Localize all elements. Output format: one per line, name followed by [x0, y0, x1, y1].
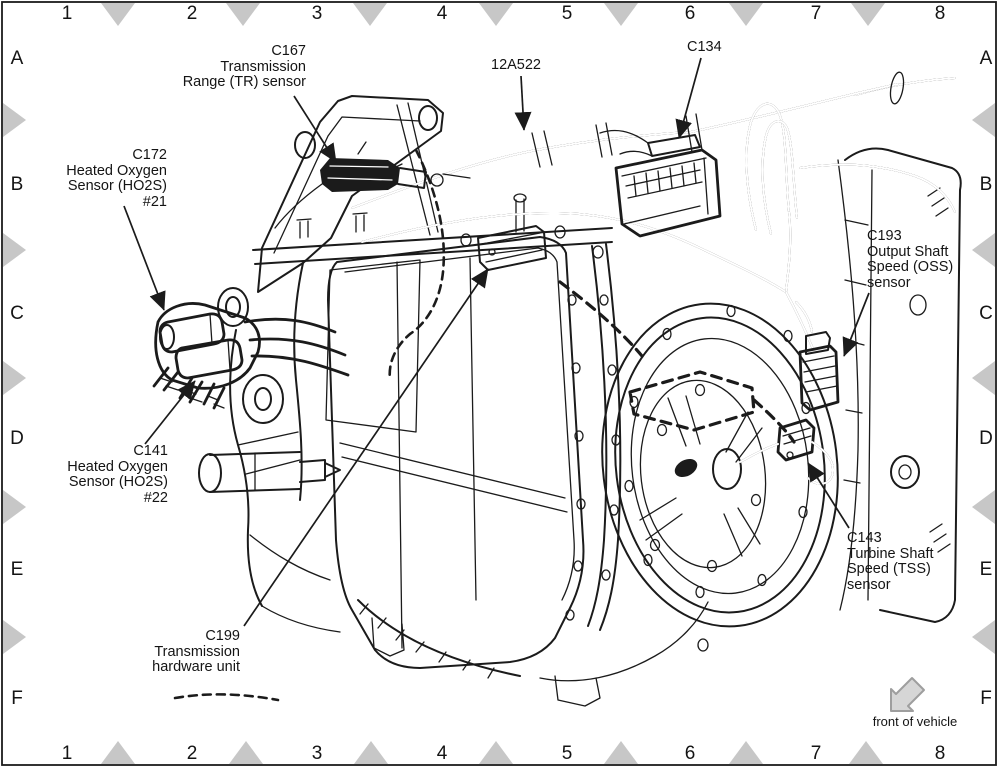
grid-row-label: D — [979, 428, 993, 449]
c193-leader — [842, 292, 870, 357]
callout-line: C141 — [133, 443, 168, 459]
callout-line: Range (TR) sensor — [182, 74, 306, 90]
grid-row-label: A — [10, 48, 24, 69]
case-left-column — [198, 262, 341, 633]
callout-c199: C199 Transmission hardware unit — [100, 628, 240, 676]
grid-col-label: 5 — [561, 743, 573, 764]
tss-connector — [739, 418, 834, 485]
callout-c143: C143 Turbine Shaft Speed (TSS) sensor — [847, 530, 934, 593]
callout-c134: C134 — [687, 39, 722, 56]
callout-line: sensor — [867, 274, 911, 291]
engine-block-right — [837, 147, 962, 623]
callout-line: Transmission — [220, 58, 306, 75]
front-of-vehicle-arrow-icon — [890, 677, 925, 712]
grid-col-label: 4 — [436, 3, 448, 24]
harness-wire-loops — [745, 102, 814, 350]
callout-c193: C193 Output Shaft Speed (OSS) sensor — [867, 228, 954, 291]
grid-row-label: E — [10, 559, 24, 580]
c199-connector — [477, 225, 547, 271]
grid-col-label: 2 — [186, 3, 198, 24]
callout-c167: C167 Transmission Range (TR) sensor — [130, 43, 306, 91]
grid-col-label: 1 — [61, 743, 73, 764]
case-top-rail — [252, 193, 613, 265]
callout-line: Output Shaft — [867, 243, 949, 260]
grid-col-label: 6 — [684, 3, 696, 24]
bell-housing — [601, 302, 839, 628]
grid-row-label: B — [979, 174, 993, 195]
callout-line: 12A522 — [491, 57, 541, 73]
tr-sensor — [274, 158, 471, 229]
callout-line: C167 — [271, 43, 306, 59]
callout-line: C172 — [132, 147, 167, 163]
callout-line: hardware unit — [152, 659, 240, 675]
h12a522-leader — [514, 75, 532, 131]
grid-row-label: C — [979, 303, 993, 324]
c172-leader — [123, 205, 166, 311]
grid-col-label: 1 — [61, 3, 73, 24]
grid-row-label: D — [10, 428, 24, 449]
callout-line: Heated Oxygen — [66, 162, 167, 179]
callout-line: sensor — [847, 576, 891, 593]
callout-line: C134 — [687, 39, 722, 55]
grid-row-label: B — [10, 174, 24, 195]
callout-12a522: 12A522 — [491, 57, 541, 74]
c199-leader — [243, 268, 489, 627]
callout-line: Turbine Shaft — [847, 545, 934, 562]
transmission-line-art — [152, 71, 962, 707]
leader-arrows — [123, 57, 870, 627]
grid-col-label: 8 — [934, 743, 946, 764]
ho2s-sensor-cluster — [152, 302, 350, 410]
upper-hoses — [351, 71, 956, 213]
c143-leader — [807, 462, 850, 529]
callout-line: Sensor (HO2S) — [67, 178, 167, 194]
grid-col-label: 7 — [810, 743, 822, 764]
callout-c172: C172 Heated Oxygen Sensor (HO2S) #21 — [27, 147, 167, 210]
oss-connector — [795, 301, 840, 412]
lower-hose — [361, 211, 787, 293]
callout-line: C199 — [205, 628, 240, 644]
grid-col-label: 2 — [186, 743, 198, 764]
mounting-bracket — [217, 95, 444, 327]
grid-row-label: F — [11, 688, 23, 709]
grid-col-label: 3 — [311, 3, 323, 24]
grid-diamond-markers — [3, 3, 995, 764]
callout-line: Speed (OSS) — [867, 259, 954, 275]
grid-row-label: A — [979, 48, 993, 69]
callout-line: Transmission — [154, 643, 240, 660]
grid-col-label: 8 — [934, 3, 946, 24]
grid-col-label: 3 — [311, 743, 323, 764]
c134-leader — [675, 57, 702, 139]
callout-line: C193 — [867, 228, 902, 244]
callout-line: Speed (TSS) — [847, 561, 931, 577]
callout-line: C143 — [847, 530, 882, 546]
callout-c141: C141 Heated Oxygen Sensor (HO2S) #22 — [28, 443, 168, 506]
callout-line: Heated Oxygen — [67, 458, 168, 475]
oil-pan — [325, 236, 601, 707]
c141-leader — [144, 380, 196, 445]
grid-row-label: C — [10, 303, 24, 324]
grid-row-label: E — [979, 559, 993, 580]
callout-line: #21 — [142, 193, 167, 210]
grid-col-label: 4 — [436, 743, 448, 764]
callout-line: #22 — [143, 489, 168, 506]
grid-row-label: F — [980, 688, 992, 709]
callout-line: Sensor (HO2S) — [68, 474, 168, 490]
grid-col-label: 7 — [810, 3, 822, 24]
c167-leader — [293, 95, 337, 163]
grid-col-label: 5 — [561, 3, 573, 24]
hidden-harness-dashed — [173, 148, 796, 702]
front-of-vehicle-label: front of vehicle — [872, 714, 958, 729]
grid-col-label: 6 — [684, 743, 696, 764]
